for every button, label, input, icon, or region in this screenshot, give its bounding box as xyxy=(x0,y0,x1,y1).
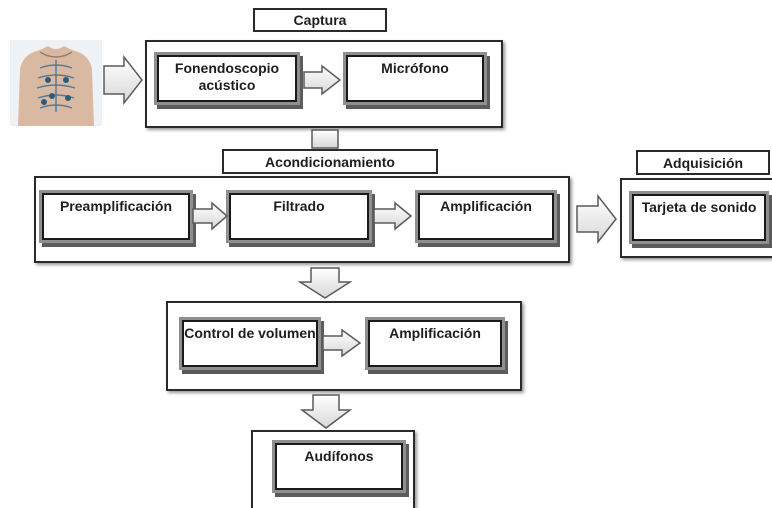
captura-title: Captura xyxy=(253,8,387,32)
chest-stethoscope-image xyxy=(10,40,102,126)
preamplificacion-block: Preamplificación xyxy=(42,193,190,240)
amplificacion-block: Amplificación xyxy=(418,193,554,240)
acondicionamiento-title: Acondicionamiento xyxy=(222,149,438,174)
fonendoscopio-block: Fonendoscopio acústico xyxy=(157,55,297,102)
hollow-arrow xyxy=(576,193,617,245)
filtrado-block: Filtrado xyxy=(229,193,369,240)
hollow-arrow xyxy=(103,54,143,106)
control-volumen-block: Control de volumen xyxy=(182,320,318,367)
adquisicion-title: Adquisición xyxy=(636,150,770,175)
audifonos-block: Audífonos xyxy=(275,443,403,490)
hollow-arrow xyxy=(303,64,342,96)
hollow-arrow xyxy=(192,201,229,231)
hollow-arrow xyxy=(322,328,362,358)
tarjeta-sonido-block: Tarjeta de sonido xyxy=(632,194,766,241)
amplificacion-salida-block: Amplificación xyxy=(368,320,502,367)
hollow-arrow xyxy=(299,394,353,429)
hollow-arrow xyxy=(311,129,339,149)
microfono-block: Micrófono xyxy=(346,55,484,102)
hollow-arrow xyxy=(297,267,353,299)
hollow-arrow xyxy=(373,201,413,231)
